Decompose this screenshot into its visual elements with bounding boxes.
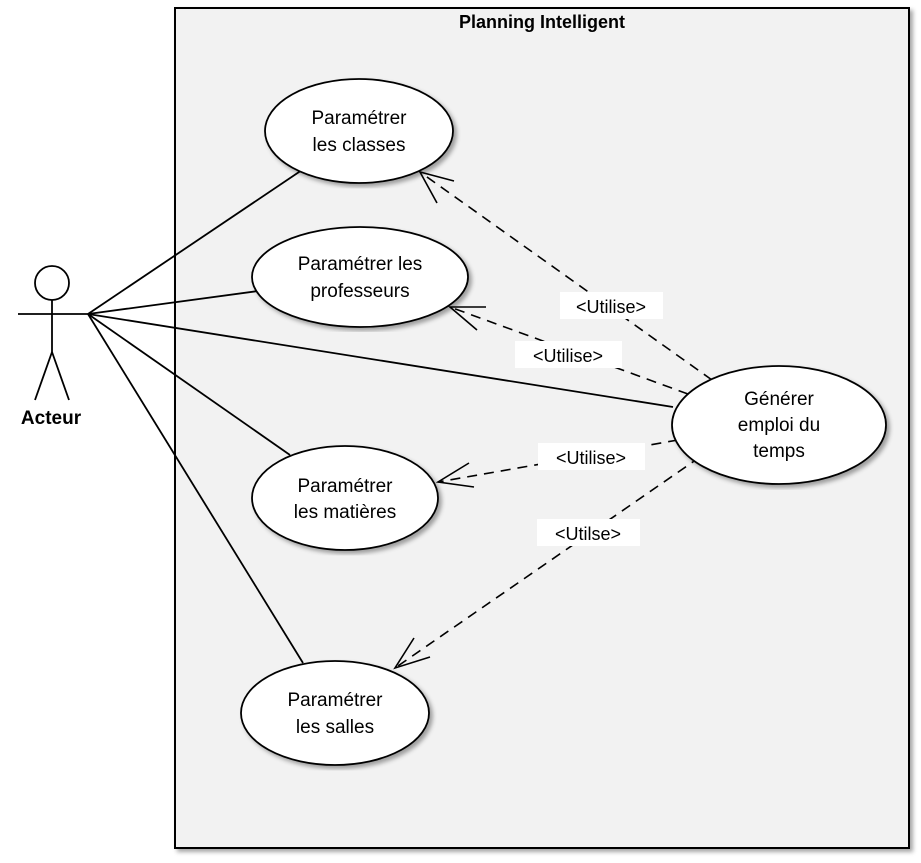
- relation-label-r2-text: <Utilise>: [533, 346, 603, 366]
- association-generer: [87, 313, 674, 408]
- arrowhead-classes: [418, 170, 455, 204]
- use-case-parametrer-salles[interactable]: Paramétrer les salles: [240, 660, 430, 766]
- use-case-classes-line2: les classes: [313, 135, 406, 156]
- use-case-matieres-line2: les matières: [294, 502, 396, 523]
- use-case-generer-line2: emploi du: [738, 415, 820, 436]
- use-case-professeurs-line1: Paramétrer les: [298, 254, 423, 275]
- actor-figure: [18, 265, 88, 401]
- dependency-line-classes: [419, 171, 713, 381]
- use-case-parametrer-classes[interactable]: Paramétrer les classes: [264, 78, 454, 184]
- relation-label-r2: <Utilise>: [515, 341, 622, 368]
- use-case-parametrer-matieres[interactable]: Paramétrer les matières: [251, 445, 439, 551]
- use-case-salles-line1: Paramétrer: [287, 690, 383, 711]
- dependency-line-salles: [394, 456, 701, 669]
- arrowhead-salles: [393, 637, 431, 670]
- association-classes: [87, 169, 303, 315]
- arrowhead-matieres: [435, 462, 475, 488]
- relation-label-r3: <Utilise>: [538, 443, 645, 470]
- relation-label-r1: <Utilise>: [560, 292, 663, 319]
- relation-label-r3-text: <Utilise>: [556, 448, 626, 468]
- use-case-professeurs-line2: professeurs: [310, 281, 409, 302]
- association-professeurs: [87, 290, 259, 315]
- use-case-salles-line2: les salles: [296, 717, 374, 738]
- actor-head: [34, 265, 70, 301]
- use-case-generer-line1: Générer: [744, 389, 814, 410]
- actor-label: Acteur: [21, 408, 82, 429]
- relation-label-r1-text: <Utilise>: [576, 297, 646, 317]
- use-case-parametrer-professeurs[interactable]: Paramétrer les professeurs: [251, 226, 469, 328]
- relation-label-r4-text: <Utilse>: [555, 524, 621, 544]
- actor-leg-right: [51, 351, 70, 401]
- system-title: Planning Intelligent: [459, 12, 625, 32]
- use-case-generer-line3: temps: [753, 441, 805, 462]
- use-case-classes-line1: Paramétrer: [311, 108, 407, 129]
- use-case-generer-emploi-du-temps[interactable]: Générer emploi du temps: [671, 365, 887, 485]
- use-case-matieres-line1: Paramétrer: [297, 476, 393, 497]
- arrowhead-professeurs: [447, 306, 486, 331]
- actor-leg-left: [34, 351, 53, 401]
- association-salles: [87, 313, 304, 664]
- relation-label-r4: <Utilse>: [537, 519, 640, 546]
- association-matieres: [87, 313, 291, 456]
